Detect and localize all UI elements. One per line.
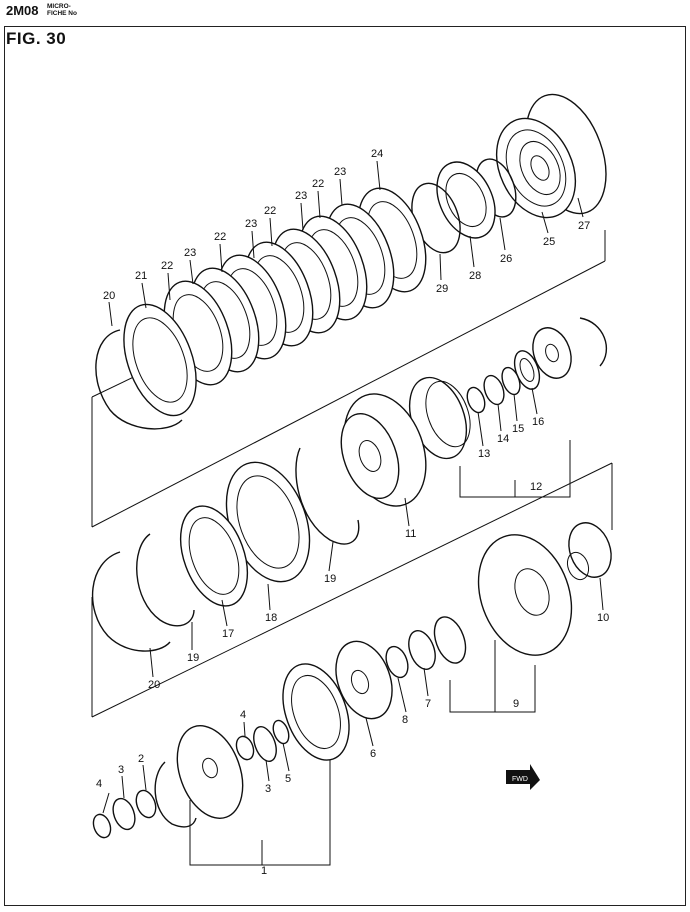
callout-23-c: 23 bbox=[295, 190, 307, 202]
microfiche-label-line2: FICHE No bbox=[47, 10, 77, 17]
callout-5: 5 bbox=[285, 773, 291, 785]
callout-11: 11 bbox=[405, 528, 416, 540]
piston-25 bbox=[495, 117, 577, 219]
callout-19-upper: 19 bbox=[324, 573, 336, 585]
callout-3-lower: 3 bbox=[118, 764, 124, 776]
microfiche-label: MICRO- FICHE No bbox=[47, 3, 77, 17]
callout-22-c: 22 bbox=[264, 205, 276, 217]
callout-9: 9 bbox=[513, 698, 519, 710]
callout-18: 18 bbox=[265, 612, 277, 624]
callout-29: 29 bbox=[436, 283, 448, 295]
callout-4-lower: 4 bbox=[96, 778, 102, 790]
callout-4-upper: 4 bbox=[240, 709, 246, 721]
carrier-11 bbox=[340, 393, 427, 507]
flange-1 bbox=[176, 725, 244, 819]
washer-4-lower bbox=[92, 813, 112, 839]
callout-22-d: 22 bbox=[312, 178, 324, 190]
callout-23-a: 23 bbox=[184, 247, 196, 259]
washer-4-upper bbox=[235, 735, 255, 761]
callout-22-b: 22 bbox=[214, 231, 226, 243]
snap-ring-2 bbox=[135, 789, 157, 819]
snap-ring-1 bbox=[154, 761, 197, 828]
callout-19-lower: 19 bbox=[187, 652, 199, 664]
race-17 bbox=[179, 505, 249, 607]
thrust-washer-10 bbox=[566, 522, 612, 581]
callout-3-upper: 3 bbox=[265, 783, 271, 795]
callout-14: 14 bbox=[497, 433, 509, 445]
microfiche-label-line1: MICRO- bbox=[47, 3, 71, 10]
callout-8: 8 bbox=[402, 714, 408, 726]
callout-20-lower: 20 bbox=[148, 679, 160, 691]
bearing-3-lower bbox=[112, 797, 136, 831]
callout-15: 15 bbox=[512, 423, 524, 435]
brake-band-9 bbox=[477, 534, 573, 656]
callout-23-b: 23 bbox=[245, 218, 257, 230]
snap-ring-20-top bbox=[95, 329, 183, 430]
callout-13: 13 bbox=[478, 448, 490, 460]
planetary-carrier-6 bbox=[335, 640, 393, 720]
snap-ring-19-low bbox=[136, 533, 195, 627]
bearing-13 bbox=[466, 374, 505, 414]
callout-28: 28 bbox=[469, 270, 481, 282]
one-way-clutch-18 bbox=[225, 461, 311, 583]
bracket-lines bbox=[189, 440, 571, 866]
sun-gear-7 bbox=[408, 616, 467, 670]
callout-17: 17 bbox=[222, 628, 234, 640]
bearing-3-upper bbox=[253, 726, 277, 762]
snap-ring-12-group bbox=[579, 317, 608, 367]
figure-title: FIG. 30 bbox=[6, 29, 67, 48]
bearing-5 bbox=[272, 719, 290, 745]
washer-14 bbox=[501, 366, 521, 396]
callout-12: 12 bbox=[530, 481, 542, 493]
callout-6: 6 bbox=[370, 748, 376, 760]
callout-25: 25 bbox=[543, 236, 555, 248]
spring-retainer-28 bbox=[436, 161, 496, 239]
callout-7: 7 bbox=[425, 698, 431, 710]
callout-10: 10 bbox=[597, 612, 609, 624]
callout-labels: 1 2 3 3 4 4 5 6 7 8 9 10 11 12 13 14 15 … bbox=[96, 148, 609, 877]
callout-26: 26 bbox=[500, 253, 512, 265]
snap-ring-19-mid bbox=[295, 447, 360, 545]
callout-2: 2 bbox=[138, 753, 144, 765]
hub-16 bbox=[532, 327, 572, 379]
callout-20-upper: 20 bbox=[103, 290, 115, 302]
forward-arrow-label: FWD bbox=[512, 776, 528, 783]
section-dividers bbox=[91, 230, 613, 718]
callout-23-d: 23 bbox=[334, 166, 346, 178]
callout-22-a: 22 bbox=[161, 260, 173, 272]
figure-frame bbox=[4, 26, 686, 906]
callout-16: 16 bbox=[532, 416, 544, 428]
callout-1: 1 bbox=[261, 865, 267, 877]
callout-21: 21 bbox=[135, 270, 147, 282]
washer-8 bbox=[385, 645, 409, 679]
ring-gear-1 bbox=[282, 663, 350, 761]
leader-lines bbox=[102, 160, 604, 814]
forward-arrow-icon: FWD bbox=[506, 764, 540, 790]
clutch-discs bbox=[123, 203, 395, 417]
microfiche-code: 2M08 bbox=[6, 3, 39, 18]
callout-24: 24 bbox=[371, 148, 383, 160]
callout-27: 27 bbox=[578, 220, 590, 232]
snap-ring-20-low bbox=[91, 551, 171, 652]
